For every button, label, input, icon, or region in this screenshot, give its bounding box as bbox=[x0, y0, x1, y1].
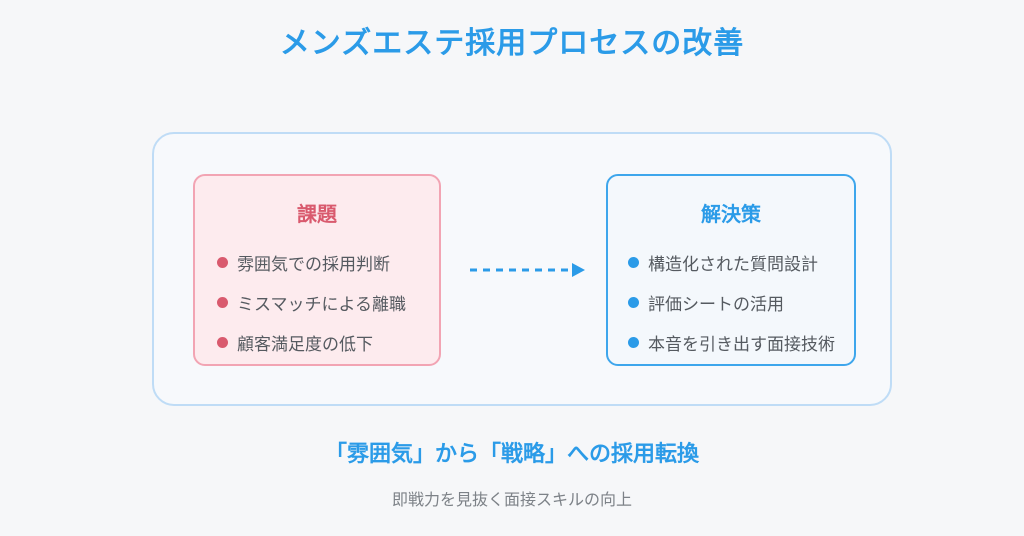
problem-item-label: 顧客満足度の低下 bbox=[237, 334, 373, 355]
solution-item-label: 評価シートの活用 bbox=[648, 294, 784, 315]
problem-item: ミスマッチによる離職 bbox=[217, 282, 406, 322]
problem-item: 顧客満足度の低下 bbox=[217, 322, 406, 362]
bullet-dot-icon bbox=[628, 296, 639, 308]
solution-item-label: 構造化された質問設計 bbox=[648, 254, 818, 275]
solution-heading: 解決策 bbox=[701, 202, 761, 226]
bullet-dot-icon bbox=[628, 256, 639, 268]
solution-item: 本音を引き出す面接技術 bbox=[628, 322, 835, 362]
bullet-dot-icon bbox=[217, 336, 228, 348]
summary-caption: 即戦力を見抜く面接スキルの向上 bbox=[391, 490, 632, 509]
problem-card: 課題 雰囲気での採用判断 ミスマッチによる離職 顧客満足度の低下 bbox=[193, 174, 441, 366]
problem-heading: 課題 bbox=[297, 202, 337, 226]
problem-item: 雰囲気での採用判断 bbox=[217, 242, 406, 282]
solution-item: 構造化された質問設計 bbox=[628, 242, 835, 282]
solution-item-label: 本音を引き出す面接技術 bbox=[648, 334, 835, 355]
summary-headline: 「雰囲気」から「戦略」への採用転換 bbox=[324, 442, 699, 467]
problem-item-label: 雰囲気での採用判断 bbox=[237, 254, 390, 275]
solution-list: 構造化された質問設計 評価シートの活用 本音を引き出す面接技術 bbox=[628, 242, 835, 362]
solution-card: 解決策 構造化された質問設計 評価シートの活用 本音を引き出す面接技術 bbox=[606, 174, 856, 366]
bullet-dot-icon bbox=[628, 336, 639, 348]
bullet-dot-icon bbox=[217, 296, 228, 308]
bullet-dot-icon bbox=[217, 256, 228, 268]
solution-item: 評価シートの活用 bbox=[628, 282, 835, 322]
dashed-arrow-icon bbox=[470, 263, 585, 277]
page-title: メンズエステ採用プロセスの改善 bbox=[279, 26, 745, 61]
problem-list: 雰囲気での採用判断 ミスマッチによる離職 顧客満足度の低下 bbox=[217, 242, 406, 362]
problem-item-label: ミスマッチによる離職 bbox=[237, 294, 406, 315]
